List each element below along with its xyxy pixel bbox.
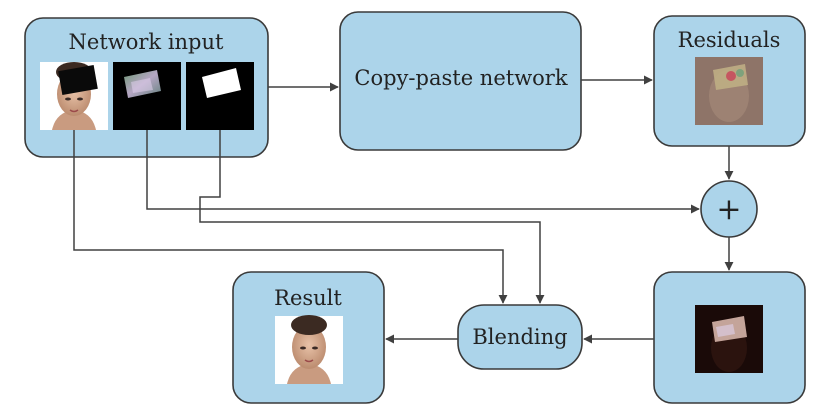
blending-box: [457, 304, 583, 370]
result-face-image: [275, 315, 343, 384]
residuals-image: [695, 57, 763, 125]
network-input-label: Network input: [69, 30, 225, 54]
residuals-label: Residuals: [678, 28, 781, 52]
blending-label: Blending: [472, 325, 567, 349]
arrow-patch-to-sum: [146, 130, 700, 214]
network-input-node: Network input: [24, 17, 269, 158]
masked-patch-image: [113, 62, 181, 130]
connectors: [73, 75, 734, 344]
sum-node: +: [700, 180, 758, 238]
copy-paste-network-label: Copy-paste network: [354, 66, 567, 90]
arrow-face-to-blending: [73, 130, 508, 304]
binary-mask-image: [186, 62, 254, 130]
result-node: Result: [232, 271, 385, 404]
copy-paste-network-box: [339, 11, 582, 151]
copy-paste-network-node: Copy-paste network: [339, 11, 582, 151]
sum-label: +: [716, 192, 741, 227]
result-label: Result: [274, 286, 342, 310]
blending-node: Blending: [457, 304, 583, 370]
arrow-mask-to-blending: [199, 130, 545, 304]
composite-image: [695, 305, 763, 373]
residuals-node: Residuals: [653, 15, 806, 147]
masked-face-image: [40, 62, 108, 130]
composite-node: [653, 271, 806, 404]
